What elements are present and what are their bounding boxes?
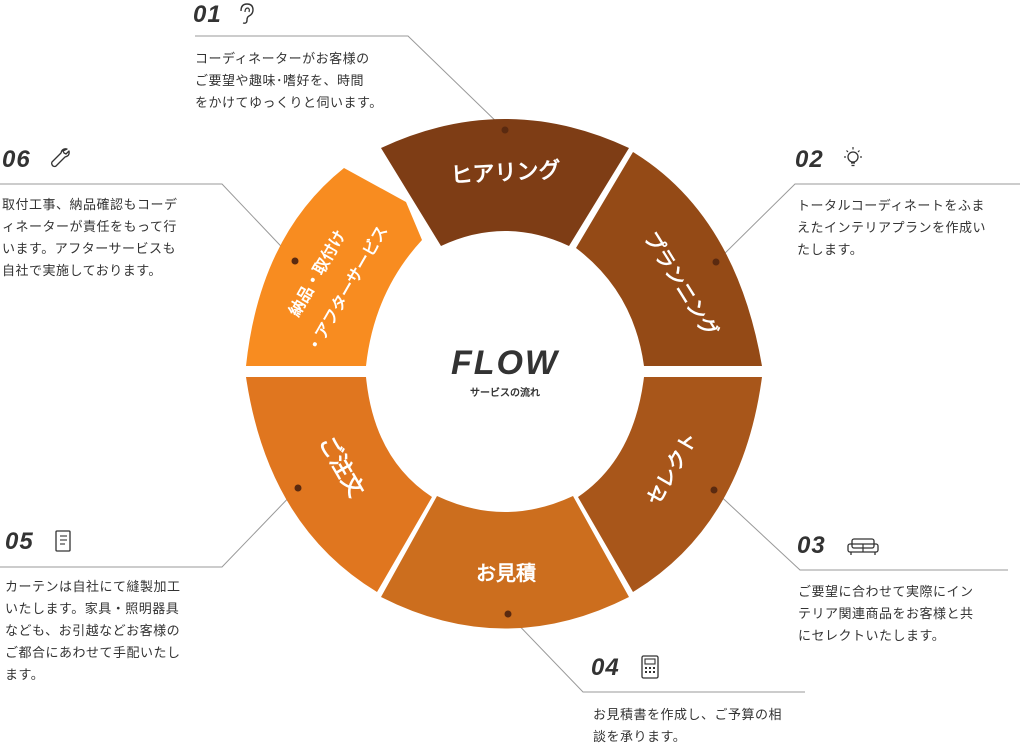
segment-hearing bbox=[381, 119, 629, 246]
segment-label-estimate: お見積 bbox=[476, 561, 537, 585]
leader-lines bbox=[0, 35, 1020, 693]
calculator-icon bbox=[641, 655, 659, 679]
leader-line-02 bbox=[715, 183, 1020, 263]
step-text-line: ご都合にあわせて手配いたし bbox=[5, 646, 181, 661]
segment-label-hearing: ヒアリング bbox=[450, 157, 561, 189]
segment-estimate bbox=[381, 496, 629, 629]
step-text-line: たします。 bbox=[797, 243, 864, 258]
step-text-line: お見積書を作成し、ご予算の相 bbox=[593, 708, 783, 723]
leader-dot-06 bbox=[291, 257, 299, 265]
step-number-01: 01 bbox=[193, 1, 222, 28]
step-text-line: テリア関連商品をお客様と共 bbox=[798, 607, 974, 622]
step-number-04: 04 bbox=[591, 654, 620, 681]
step-text-line: ご要望に合わせて実際にイン bbox=[798, 585, 974, 600]
step-number-03: 03 bbox=[797, 532, 826, 559]
step-text-03: ご要望に合わせて実際にイン テリア関連商品をお客様と共 にセレクトいたします。 bbox=[798, 582, 974, 648]
wrench-icon bbox=[51, 148, 70, 168]
leader-dot-05 bbox=[294, 484, 302, 492]
step-number-06: 06 bbox=[2, 146, 31, 173]
step-text-02: トータルコーディネートをふま えたインテリアプランを作成い たします。 bbox=[797, 196, 986, 262]
leader-line-01 bbox=[195, 35, 506, 131]
step-text-line: えたインテリアプランを作成い bbox=[797, 221, 987, 236]
leader-line-04 bbox=[507, 613, 805, 693]
step-number-02: 02 bbox=[795, 146, 824, 173]
step-text-line: をかけてゆっくりと伺います。 bbox=[195, 96, 383, 111]
step-text-line: 談を承ります。 bbox=[593, 730, 687, 745]
step-text-line: ィネーターが責任をもって行 bbox=[2, 220, 177, 235]
step-text-line: トータルコーディネートをふま bbox=[797, 199, 985, 214]
step-text-line: にセレクトいたします。 bbox=[798, 629, 946, 644]
notepad-icon bbox=[55, 530, 71, 552]
segment-order bbox=[246, 377, 432, 592]
lightbulb-icon bbox=[844, 147, 862, 167]
step-text-05: カーテンは自社にて縫製加工 いたします。家具・照明器具 なども、お引越などお客様… bbox=[5, 577, 181, 687]
leader-dot-04 bbox=[504, 610, 512, 618]
step-text-06: 取付工事、納品確認もコーデ ィネーターが責任をもって行 います。アフターサービス… bbox=[2, 195, 178, 283]
step-text-line: 自社で実施しております。 bbox=[2, 264, 162, 279]
step-text-line: います。アフターサービスも bbox=[2, 242, 176, 257]
segment-planning bbox=[576, 152, 762, 366]
leader-dot-01 bbox=[501, 126, 509, 134]
leader-dot-02 bbox=[712, 258, 720, 266]
step-text-line: ます。 bbox=[5, 668, 45, 683]
segment-select bbox=[578, 377, 762, 592]
sofa-icon bbox=[847, 538, 879, 555]
step-text-01: コーディネーターがお客様の ご要望や趣味･嗜好を、時間 をかけてゆっくりと伺いま… bbox=[195, 49, 383, 115]
step-text-line: いたします。家具・照明器具 bbox=[5, 602, 180, 617]
step-text-04: お見積書を作成し、ご予算の相 談を承ります。 bbox=[593, 705, 782, 749]
step-text-line: 取付工事、納品確認もコーデ bbox=[2, 198, 178, 213]
segment-delivery bbox=[246, 168, 422, 366]
step-text-line: コーディネーターがお客様の bbox=[195, 52, 370, 67]
ear-icon bbox=[240, 3, 254, 24]
step-text-line: なども、お引越などお客様の bbox=[5, 624, 181, 639]
center-subtitle: サービスの流れ bbox=[470, 386, 540, 399]
leader-line-05 bbox=[0, 487, 299, 568]
leader-line-03 bbox=[713, 489, 1008, 571]
center-title: FLOW bbox=[451, 344, 560, 382]
step-text-line: ご要望や趣味･嗜好を、時間 bbox=[195, 74, 365, 89]
leader-line-06 bbox=[0, 183, 296, 262]
step-text-line: カーテンは自社にて縫製加工 bbox=[5, 580, 181, 595]
step-number-05: 05 bbox=[5, 528, 34, 555]
leader-dot-03 bbox=[710, 486, 718, 494]
leader-dots bbox=[291, 126, 720, 618]
